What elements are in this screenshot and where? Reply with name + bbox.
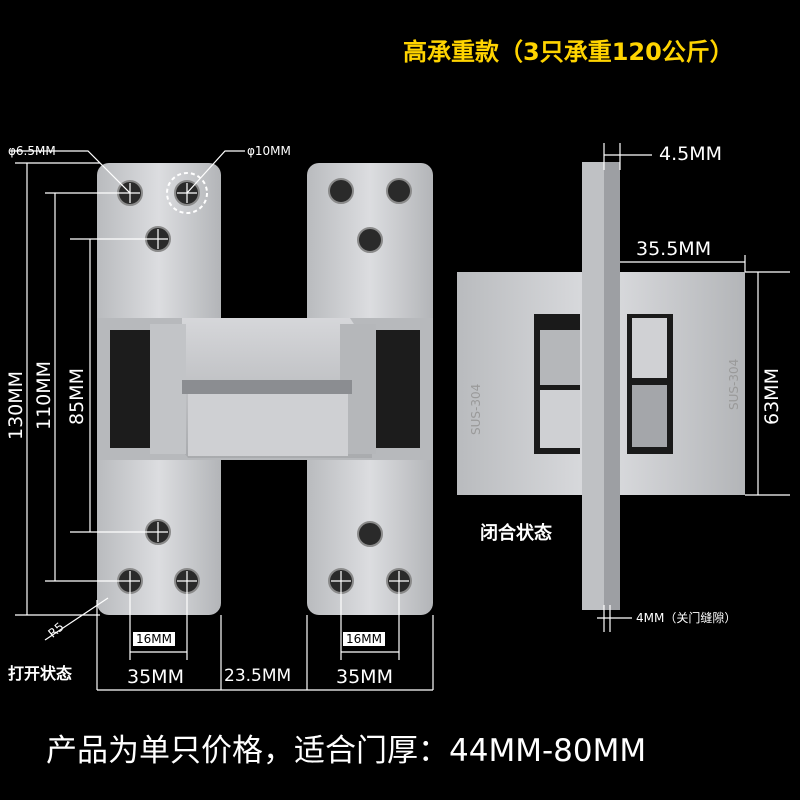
open-status-label: 打开状态 (8, 664, 73, 683)
width-gap-label: 23.5MM (224, 666, 292, 686)
material-right-label: SUS-304 (727, 358, 741, 410)
thickness-label: 4.5MM (659, 143, 723, 165)
open-hinge (97, 163, 433, 615)
depth-label: 35.5MM (636, 238, 712, 260)
footer-text: 产品为单只价格，适合门厚：44MM-80MM (46, 733, 647, 769)
height-holes-label: 110MM (33, 360, 55, 430)
product-title: 高承重款（3只承重120公斤） (403, 38, 734, 66)
hole-spacing-left: 16MM (133, 632, 175, 646)
closed-hinge (457, 162, 745, 610)
hole-spacing-right: 16MM (343, 632, 385, 646)
gap-label: 4MM（关门缝隙） (636, 611, 737, 625)
width-right-label: 35MM (336, 666, 393, 688)
hole-small-label: φ6.5MM (8, 144, 56, 158)
height-total-label: 130MM (5, 370, 27, 440)
hole-large-label: φ10MM (247, 144, 291, 158)
width-left-label: 35MM (127, 666, 184, 688)
closed-dimensions (597, 143, 790, 632)
material-left-label: SUS-304 (469, 383, 483, 435)
closed-status-label: 闭合状态 (480, 523, 552, 544)
body-height-label: 63MM (761, 368, 783, 425)
height-inner-label: 85MM (66, 368, 88, 425)
open-dimensions (10, 150, 434, 691)
